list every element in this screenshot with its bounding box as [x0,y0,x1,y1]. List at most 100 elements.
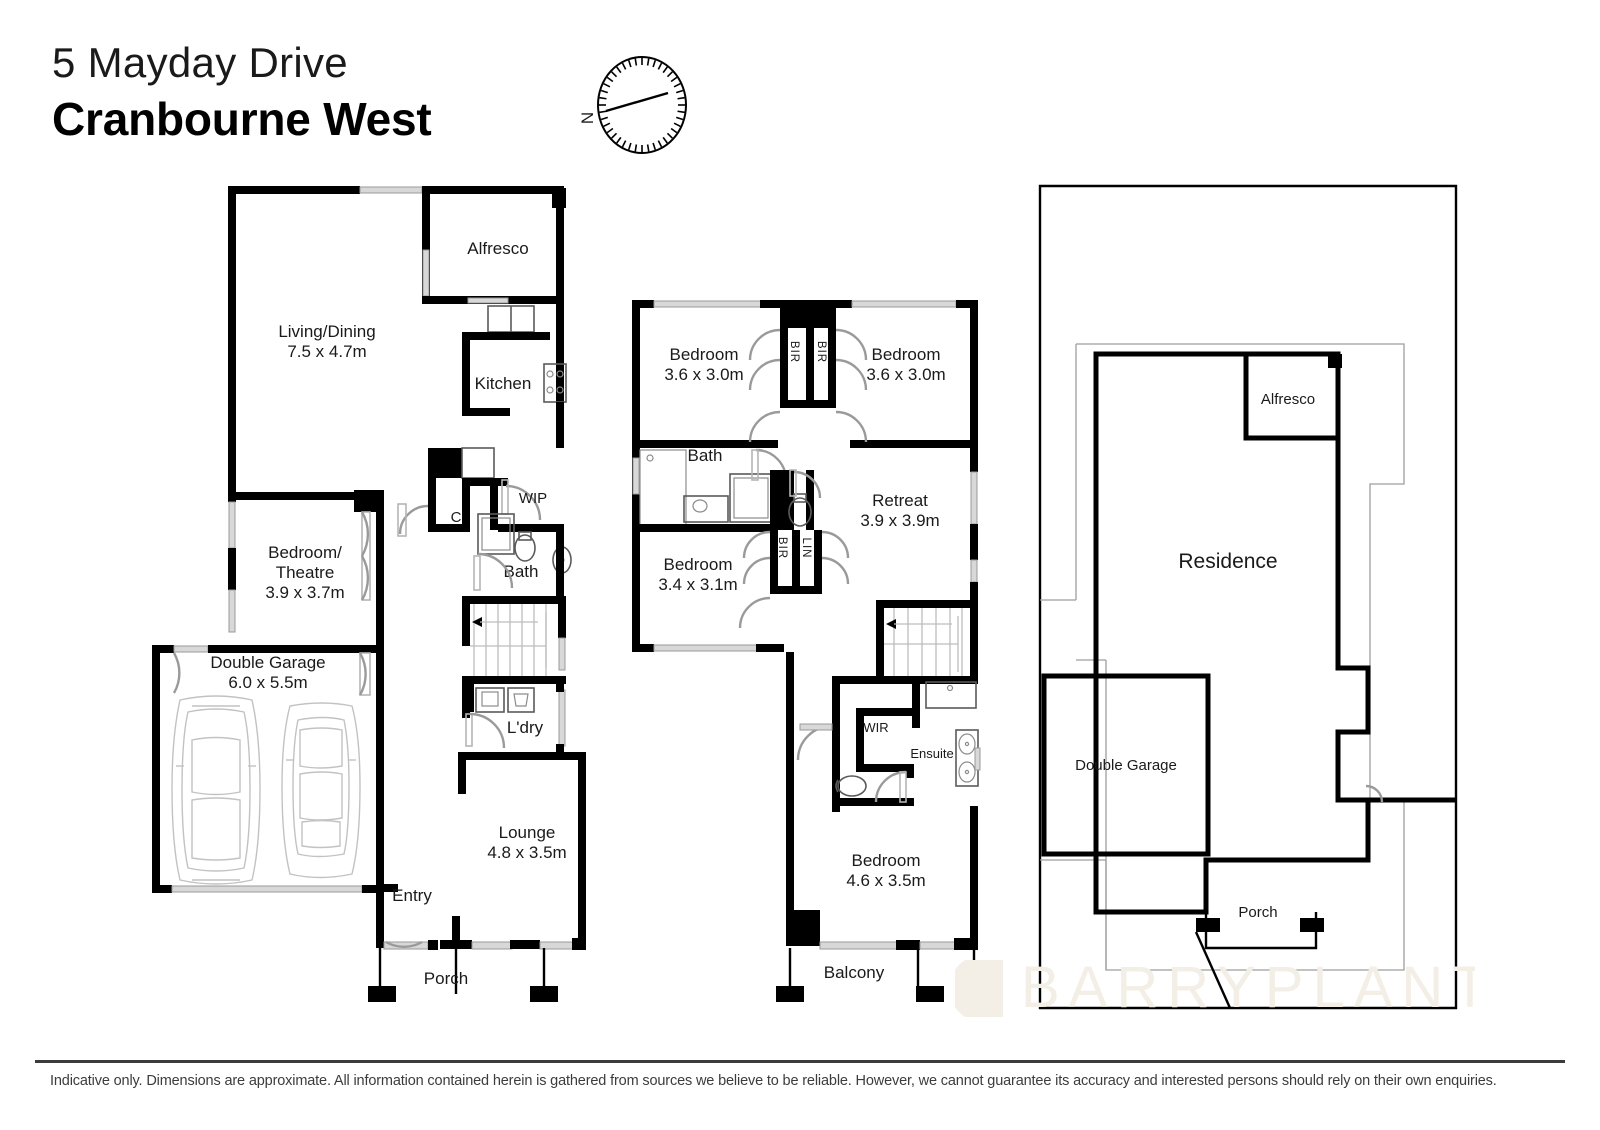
wall [906,764,914,778]
wall [462,684,474,712]
wall [556,684,564,692]
robe-door-swing [748,328,781,361]
room-label-balcony: Balcony [824,963,885,982]
door-frame [465,713,473,747]
wall [756,644,784,652]
cooktop-fixture [543,363,567,403]
car-icon [171,695,261,885]
wall [572,938,586,950]
window [919,941,957,950]
wall [428,478,436,530]
door-swing [385,940,423,949]
wall [970,524,978,560]
room-dim-retreat: 3.9 x 3.9m [860,511,939,530]
door-swing [748,410,781,443]
room-dim-bedroom-3: 3.6 x 3.0m [866,365,945,384]
wall [792,530,800,590]
wall [462,676,566,684]
room-label-bedroom-theatre-2: Theatre [276,563,335,582]
wall [556,524,564,600]
room-dim-bedroom-theatre: 3.9 x 3.7m [265,583,344,602]
wall [770,530,778,590]
porch-post [530,986,558,1002]
robe-label-bir-3: BIR [776,537,788,559]
wall [806,328,814,406]
site-plan: Alfresco Residence Double Garage Porch [1038,184,1458,1010]
wall [780,328,788,406]
door-swing [835,410,868,443]
room-label-living-dining: Living/Dining [278,322,375,341]
wall [228,186,236,502]
balcony-post [916,986,944,1002]
room-label-double-garage: Double Garage [210,653,325,672]
wall [970,806,978,942]
robe-door-swing [748,358,781,391]
site-label-alfresco: Alfresco [1261,391,1315,408]
room-label-bedroom-theatre: Bedroom/ [268,543,342,562]
door-swing [172,652,181,694]
wall [814,530,822,590]
vanity-fixture [683,495,729,523]
door-swing [796,724,833,761]
window [653,644,759,652]
room-label-bedroom-4: Bedroom [664,555,733,574]
room-label-retreat: Retreat [872,491,928,510]
wall [832,798,914,806]
wall [208,645,376,653]
wall [428,940,438,950]
wall [458,752,466,794]
window [970,471,978,525]
wall [490,478,498,530]
room-label-wip: WIP [519,490,547,507]
door-swing [477,552,514,589]
wall [376,492,384,620]
wall [152,885,172,893]
window [558,637,566,671]
wall [462,596,470,646]
wall [376,890,384,948]
wall [462,408,510,416]
wall [876,600,884,676]
window [974,747,981,771]
wall [760,300,780,308]
room-dim-bedroom-4: 3.4 x 3.1m [658,575,737,594]
window [558,689,566,747]
wall [632,300,640,448]
wall-pier [1328,354,1342,368]
robe-door-swing [835,328,868,361]
wall-pier [780,300,836,328]
window [359,186,423,194]
room-label-bedroom-2: Bedroom [670,345,739,364]
wall-pier [428,448,462,478]
wall [836,300,852,308]
wall [462,478,508,486]
porch-post [1196,918,1220,932]
room-dim-bedroom-master: 4.6 x 3.5m [846,871,925,890]
door-frame [359,652,371,696]
wc-fixture [788,497,812,527]
garage-outline [1041,673,1211,857]
shower-fixture [477,513,515,555]
room-dim-double-garage: 6.0 x 5.5m [228,673,307,692]
wall-pier [552,188,566,208]
door-swing [793,470,822,499]
wall [896,940,920,950]
room-label-laundry: L'dry [507,718,544,737]
page-title-street: 5 Mayday Drive [52,39,348,86]
door-frame [751,449,759,481]
wall [632,644,654,652]
robe-door-swing [835,358,868,391]
wall [440,940,472,949]
wall [856,708,864,772]
wall [970,582,978,678]
site-label-porch: Porch [1238,904,1277,921]
room-label-entry: Entry [392,886,432,905]
window [228,589,236,633]
wall [228,186,360,194]
door-swing [738,596,771,629]
room-label-bath: Bath [504,562,539,581]
first-floor-plan: Bedroom 3.6 x 3.0m Bedroom 3.6 x 3.0m BI… [632,300,981,1002]
wall [632,300,654,308]
stair-direction-arrow [472,617,482,627]
wall [780,400,836,408]
